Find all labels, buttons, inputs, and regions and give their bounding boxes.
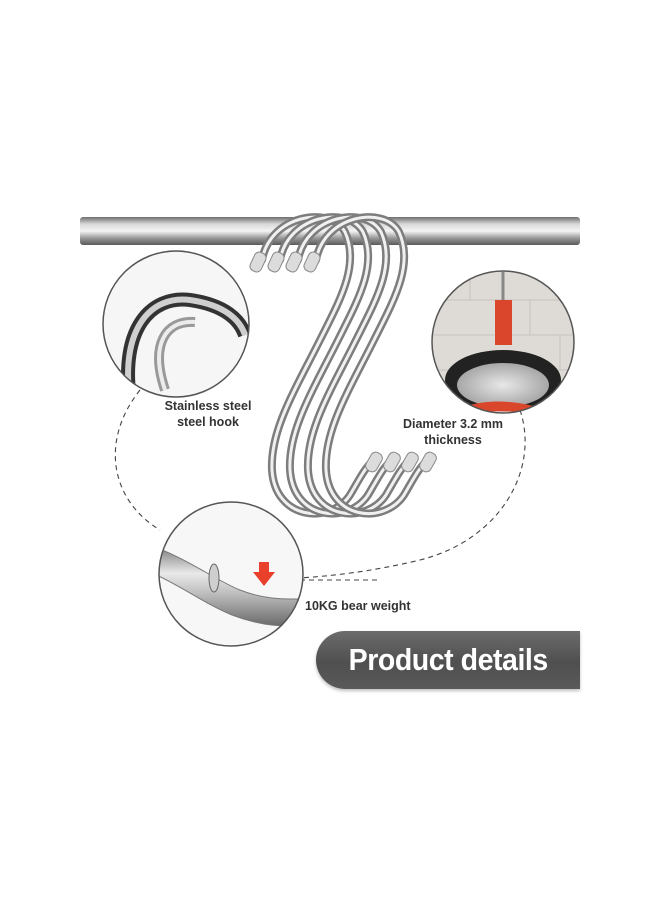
- label-line: Diameter 3.2 mm: [402, 417, 504, 431]
- label-line: Stainless steel: [164, 399, 252, 413]
- detail-circle-weight: [158, 501, 304, 647]
- weight-label: 10KG bear weight: [305, 599, 411, 613]
- detail-circle-hook: [102, 250, 250, 398]
- label-line: thickness: [424, 433, 482, 447]
- dashed-connector: [114, 389, 526, 581]
- s-hooks: [249, 213, 437, 518]
- detail-circle-pan: [431, 270, 575, 414]
- down-arrow-icon: [253, 562, 275, 586]
- label-line: steel hook: [177, 415, 239, 429]
- product-details-banner: Product details: [316, 631, 580, 689]
- diameter-label: Diameter 3.2 mm thickness: [398, 416, 508, 448]
- stainless-steel-label: Stainless steel steel hook: [158, 398, 258, 430]
- banner-text: Product details: [348, 642, 548, 677]
